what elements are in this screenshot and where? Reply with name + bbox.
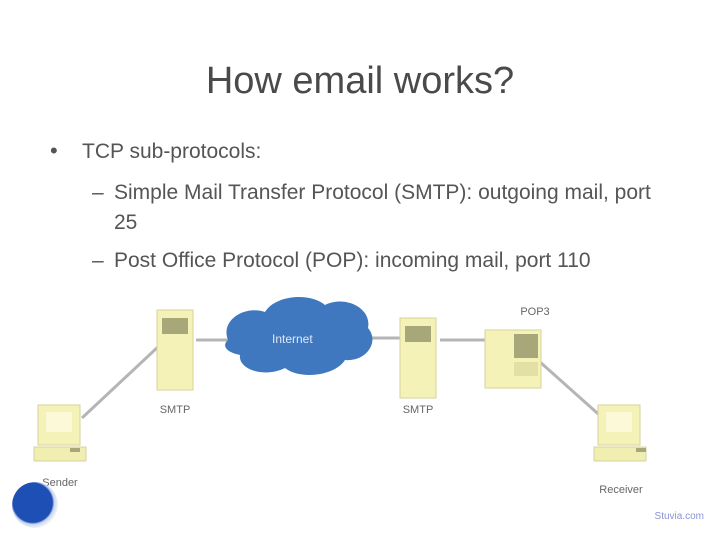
server-icon: [399, 317, 437, 399]
sub-bullet-pop: – Post Office Protocol (POP): incoming m…: [92, 246, 674, 276]
watermark[interactable]: Stuvia.com: [654, 511, 704, 522]
cloud-label: Internet: [272, 332, 313, 346]
pop3-label: POP3: [520, 306, 550, 318]
sender-label: Sender: [42, 477, 78, 489]
bullet-text: TCP sub-protocols:: [82, 140, 262, 163]
computer-icon: [33, 404, 87, 462]
sub-bullet-text: Simple Mail Transfer Protocol (SMTP): ou…: [114, 181, 651, 234]
bullet-marker: •: [50, 138, 58, 163]
bullet-item: • TCP sub-protocols:: [50, 138, 670, 164]
university-logo-icon: [12, 482, 58, 528]
cloud-icon: Internet: [225, 296, 373, 375]
sub-bullet-marker: –: [92, 181, 104, 204]
smtp-out-label: SMTP: [159, 404, 191, 416]
smtp-in-label: SMTP: [402, 404, 434, 416]
sub-bullet-marker: –: [92, 249, 104, 272]
receiver-label: Receiver: [599, 484, 643, 496]
computer-icon: [593, 404, 647, 462]
server-icon: [156, 309, 194, 391]
bullet-list: • TCP sub-protocols: – Simple Mail Trans…: [50, 138, 670, 276]
server-icon: [484, 329, 542, 389]
sub-bullet-smtp: – Simple Mail Transfer Protocol (SMTP): …: [92, 178, 674, 238]
sub-bullet-text: Post Office Protocol (POP): incoming mai…: [114, 249, 591, 272]
slide-title: How email works?: [205, 60, 515, 102]
